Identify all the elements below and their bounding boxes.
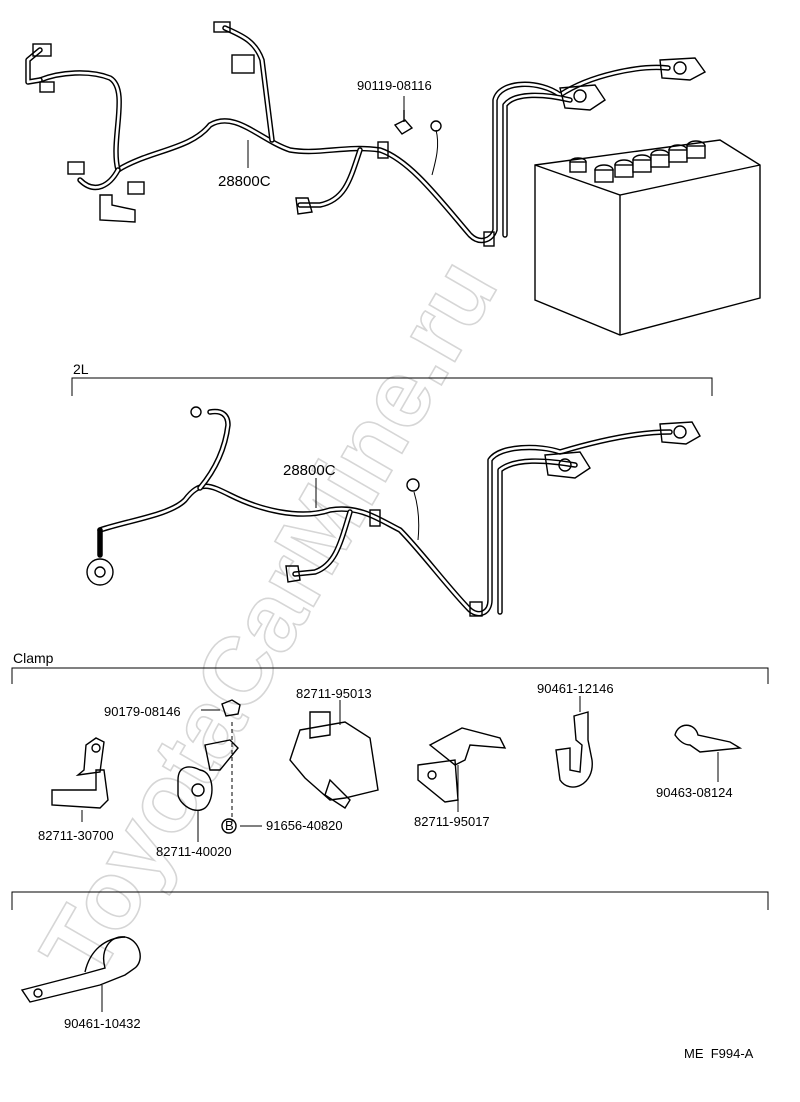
part-90461-12146: 90461-12146 [537,681,614,696]
top-harness-label: 28800C [218,173,271,190]
clamp-90463-08124-illustration [674,724,743,782]
section-bracket-clamp [11,667,769,684]
clamp-82711-30700-illustration [51,737,109,822]
clamp-82711-95017-illustration [417,727,507,812]
marker-b: B [225,818,234,833]
part-90463-08124: 90463-08124 [656,785,733,800]
clamp-82711-40020-illustration [177,699,262,842]
part-82711-95017: 82711-95017 [414,814,490,829]
footer-code: ME F994-A [684,1046,754,1061]
part-90179-08146: 90179-08146 [104,704,181,719]
part-90461-10432: 90461-10432 [64,1016,141,1031]
part-91656-40820: 91656-40820 [266,818,343,833]
section-title-clamp: Clamp [13,650,54,666]
clamp-90461-12146-illustration [555,696,593,788]
mid-harness-illustration [86,406,701,617]
part-82711-95013: 82711-95013 [296,686,372,701]
clamp-90461-10432-illustration [20,936,141,1012]
part-82711-40020: 82711-40020 [156,844,232,859]
section-title-2l: 2L [73,361,89,377]
top-harness-illustration [25,21,761,336]
section-bracket-2l [71,377,713,396]
clamp-82711-95013-illustration [289,700,379,809]
top-bolt-label: 90119-08116 [357,78,432,93]
watermark: ToyotaCarMine.ru [21,241,518,995]
mid-harness-label: 28800C [283,462,336,479]
section-bracket-bottom [11,891,769,910]
part-82711-30700: 82711-30700 [38,828,114,843]
